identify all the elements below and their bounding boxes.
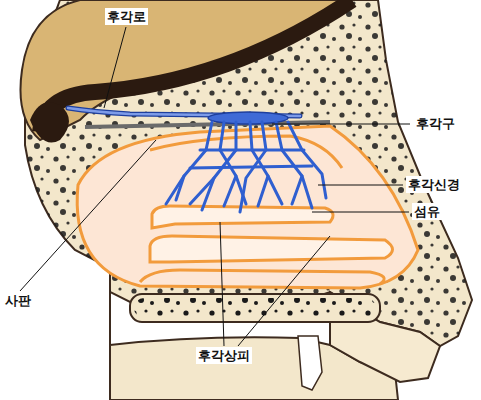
- part-label: 후각상피: [196, 347, 252, 364]
- palate-dots: [134, 298, 376, 318]
- dark-band: [40, 0, 352, 132]
- palate: [130, 294, 380, 322]
- dark-fold: [30, 102, 69, 142]
- tooth: [298, 336, 322, 390]
- part-label: 후각로: [105, 8, 148, 25]
- nasal-cavity: [77, 126, 418, 288]
- leader-lines: [20, 27, 410, 346]
- inferior-turbinate: [140, 270, 384, 284]
- part-label: 섬유: [412, 203, 442, 220]
- olfactory-nerves: [166, 122, 326, 212]
- part-label: 후각신경: [406, 176, 462, 193]
- part-label: 사판: [3, 292, 33, 309]
- part-label: 후각구: [414, 115, 457, 132]
- superior-turbinate: [152, 206, 333, 228]
- middle-turbinate: [150, 236, 393, 262]
